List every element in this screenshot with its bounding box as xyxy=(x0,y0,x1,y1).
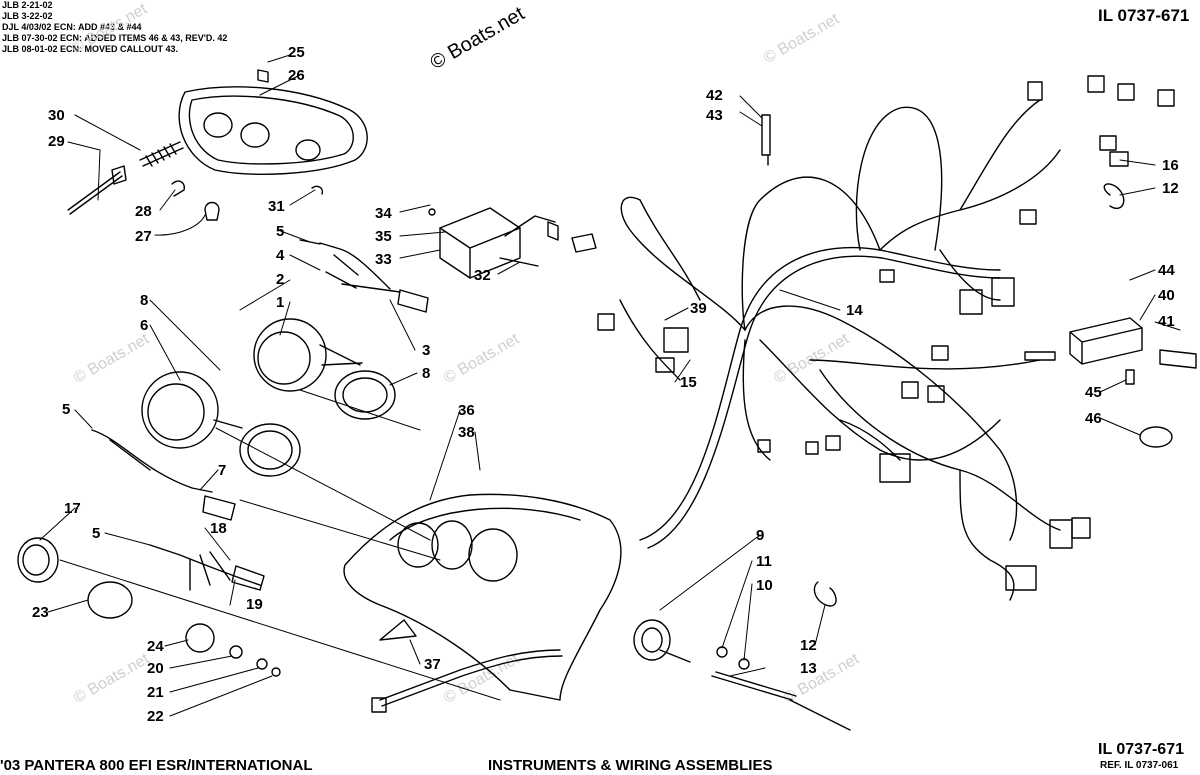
callout-9: 9 xyxy=(756,527,764,544)
callout-14: 14 xyxy=(846,302,863,319)
callout-28: 28 xyxy=(135,203,152,220)
callout-31: 31 xyxy=(268,198,285,215)
revision-note: JLB 2-21-02 xyxy=(2,0,53,10)
dash-console xyxy=(343,493,622,701)
sub-harness xyxy=(379,649,561,701)
callout-32: 32 xyxy=(474,267,491,284)
callout-40: 40 xyxy=(1158,287,1175,304)
callout-38: 38 xyxy=(458,424,475,441)
callout-44: 44 xyxy=(1158,262,1175,279)
callout-3: 3 xyxy=(422,342,430,359)
callout-42: 42 xyxy=(706,87,723,104)
gauge-harness xyxy=(319,242,429,313)
callout-8: 8 xyxy=(140,292,148,309)
cable-tie xyxy=(1103,183,1125,209)
ecu-module xyxy=(1024,317,1197,448)
callout-24: 24 xyxy=(147,638,164,655)
revision-note: DJL 4/03/02 ECN: ADD #43 & #44 xyxy=(2,22,142,32)
callout-5c: 5 xyxy=(92,525,100,542)
callout-43: 43 xyxy=(706,107,723,124)
callout-37: 37 xyxy=(424,656,441,673)
callout-6: 6 xyxy=(140,317,148,334)
callout-13: 13 xyxy=(800,660,817,677)
small-gauge xyxy=(17,537,281,677)
callout-22: 22 xyxy=(147,708,164,725)
bolt xyxy=(67,171,123,215)
callout-18: 18 xyxy=(210,520,227,537)
warning-decal xyxy=(379,619,417,641)
small-gauge-harness xyxy=(149,544,265,591)
callout-35: 35 xyxy=(375,228,392,245)
revision-note: JLB 07-30-02 ECN: ADDED ITEMS 46 & 43, R… xyxy=(2,33,228,43)
regulator-module xyxy=(428,207,597,279)
callout-30: 30 xyxy=(48,107,65,124)
callout-39: 39 xyxy=(690,300,707,317)
callout-46: 46 xyxy=(1085,410,1102,427)
callout-8b: 8 xyxy=(422,365,430,382)
revision-note: JLB 08-01-02 ECN: MOVED CALLOUT 43. xyxy=(2,44,179,54)
callout-45: 45 xyxy=(1085,384,1102,401)
callout-21: 21 xyxy=(147,684,164,701)
callout-25: 25 xyxy=(288,44,305,61)
socket xyxy=(311,185,324,195)
revision-note: JLB 3-22-02 xyxy=(2,11,53,21)
callout-34: 34 xyxy=(375,205,392,222)
callout-leaders xyxy=(39,54,1181,717)
callout-33: 33 xyxy=(375,251,392,268)
callout-19: 19 xyxy=(246,596,263,613)
bulb xyxy=(171,180,186,197)
speedometer-gauge xyxy=(141,371,301,477)
clip xyxy=(204,201,220,221)
callout-29: 29 xyxy=(48,133,65,150)
callout-5: 5 xyxy=(276,223,284,240)
callout-20: 20 xyxy=(147,660,164,677)
harness-connectors xyxy=(597,75,1175,591)
callout-27: 27 xyxy=(135,228,152,245)
callout-10: 10 xyxy=(756,577,773,594)
callout-11: 11 xyxy=(756,553,772,570)
callout-5b: 5 xyxy=(62,401,70,418)
callout-41: 41 xyxy=(1158,313,1175,330)
tachometer-gauge xyxy=(253,318,396,420)
callout-7: 7 xyxy=(218,462,226,479)
callout-12b: 12 xyxy=(800,637,817,654)
callout-36: 36 xyxy=(458,402,475,419)
sender xyxy=(761,114,771,166)
model-title: '03 PANTERA 800 EFI ESR/INTERNATIONAL xyxy=(0,757,313,774)
callout-4: 4 xyxy=(276,247,285,264)
bracket xyxy=(111,165,127,185)
gauge-pod-housing xyxy=(178,69,368,175)
callout-1: 1 xyxy=(276,294,284,311)
callout-16: 16 xyxy=(1162,157,1179,174)
section-title: INSTRUMENTS & WIRING ASSEMBLIES xyxy=(488,757,773,774)
speedometer-harness xyxy=(91,429,236,521)
reference-code: REF. IL 0737-061 xyxy=(1100,760,1179,771)
callout-26: 26 xyxy=(288,67,305,84)
speed-sensor xyxy=(633,581,851,731)
callout-2: 2 xyxy=(276,271,284,288)
illustration-code-bottom: IL 0737-671 xyxy=(1098,741,1184,758)
callout-labels: 25 26 30 29 28 27 31 34 35 33 32 5 4 2 1… xyxy=(32,44,1179,725)
callout-17: 17 xyxy=(64,500,81,517)
illustration-code-top: IL 0737-671 xyxy=(1098,6,1190,25)
main-wiring-harness xyxy=(619,99,1061,601)
callout-15: 15 xyxy=(680,374,697,391)
callout-23: 23 xyxy=(32,604,49,621)
spring xyxy=(139,141,184,167)
callout-12: 12 xyxy=(1162,180,1179,197)
